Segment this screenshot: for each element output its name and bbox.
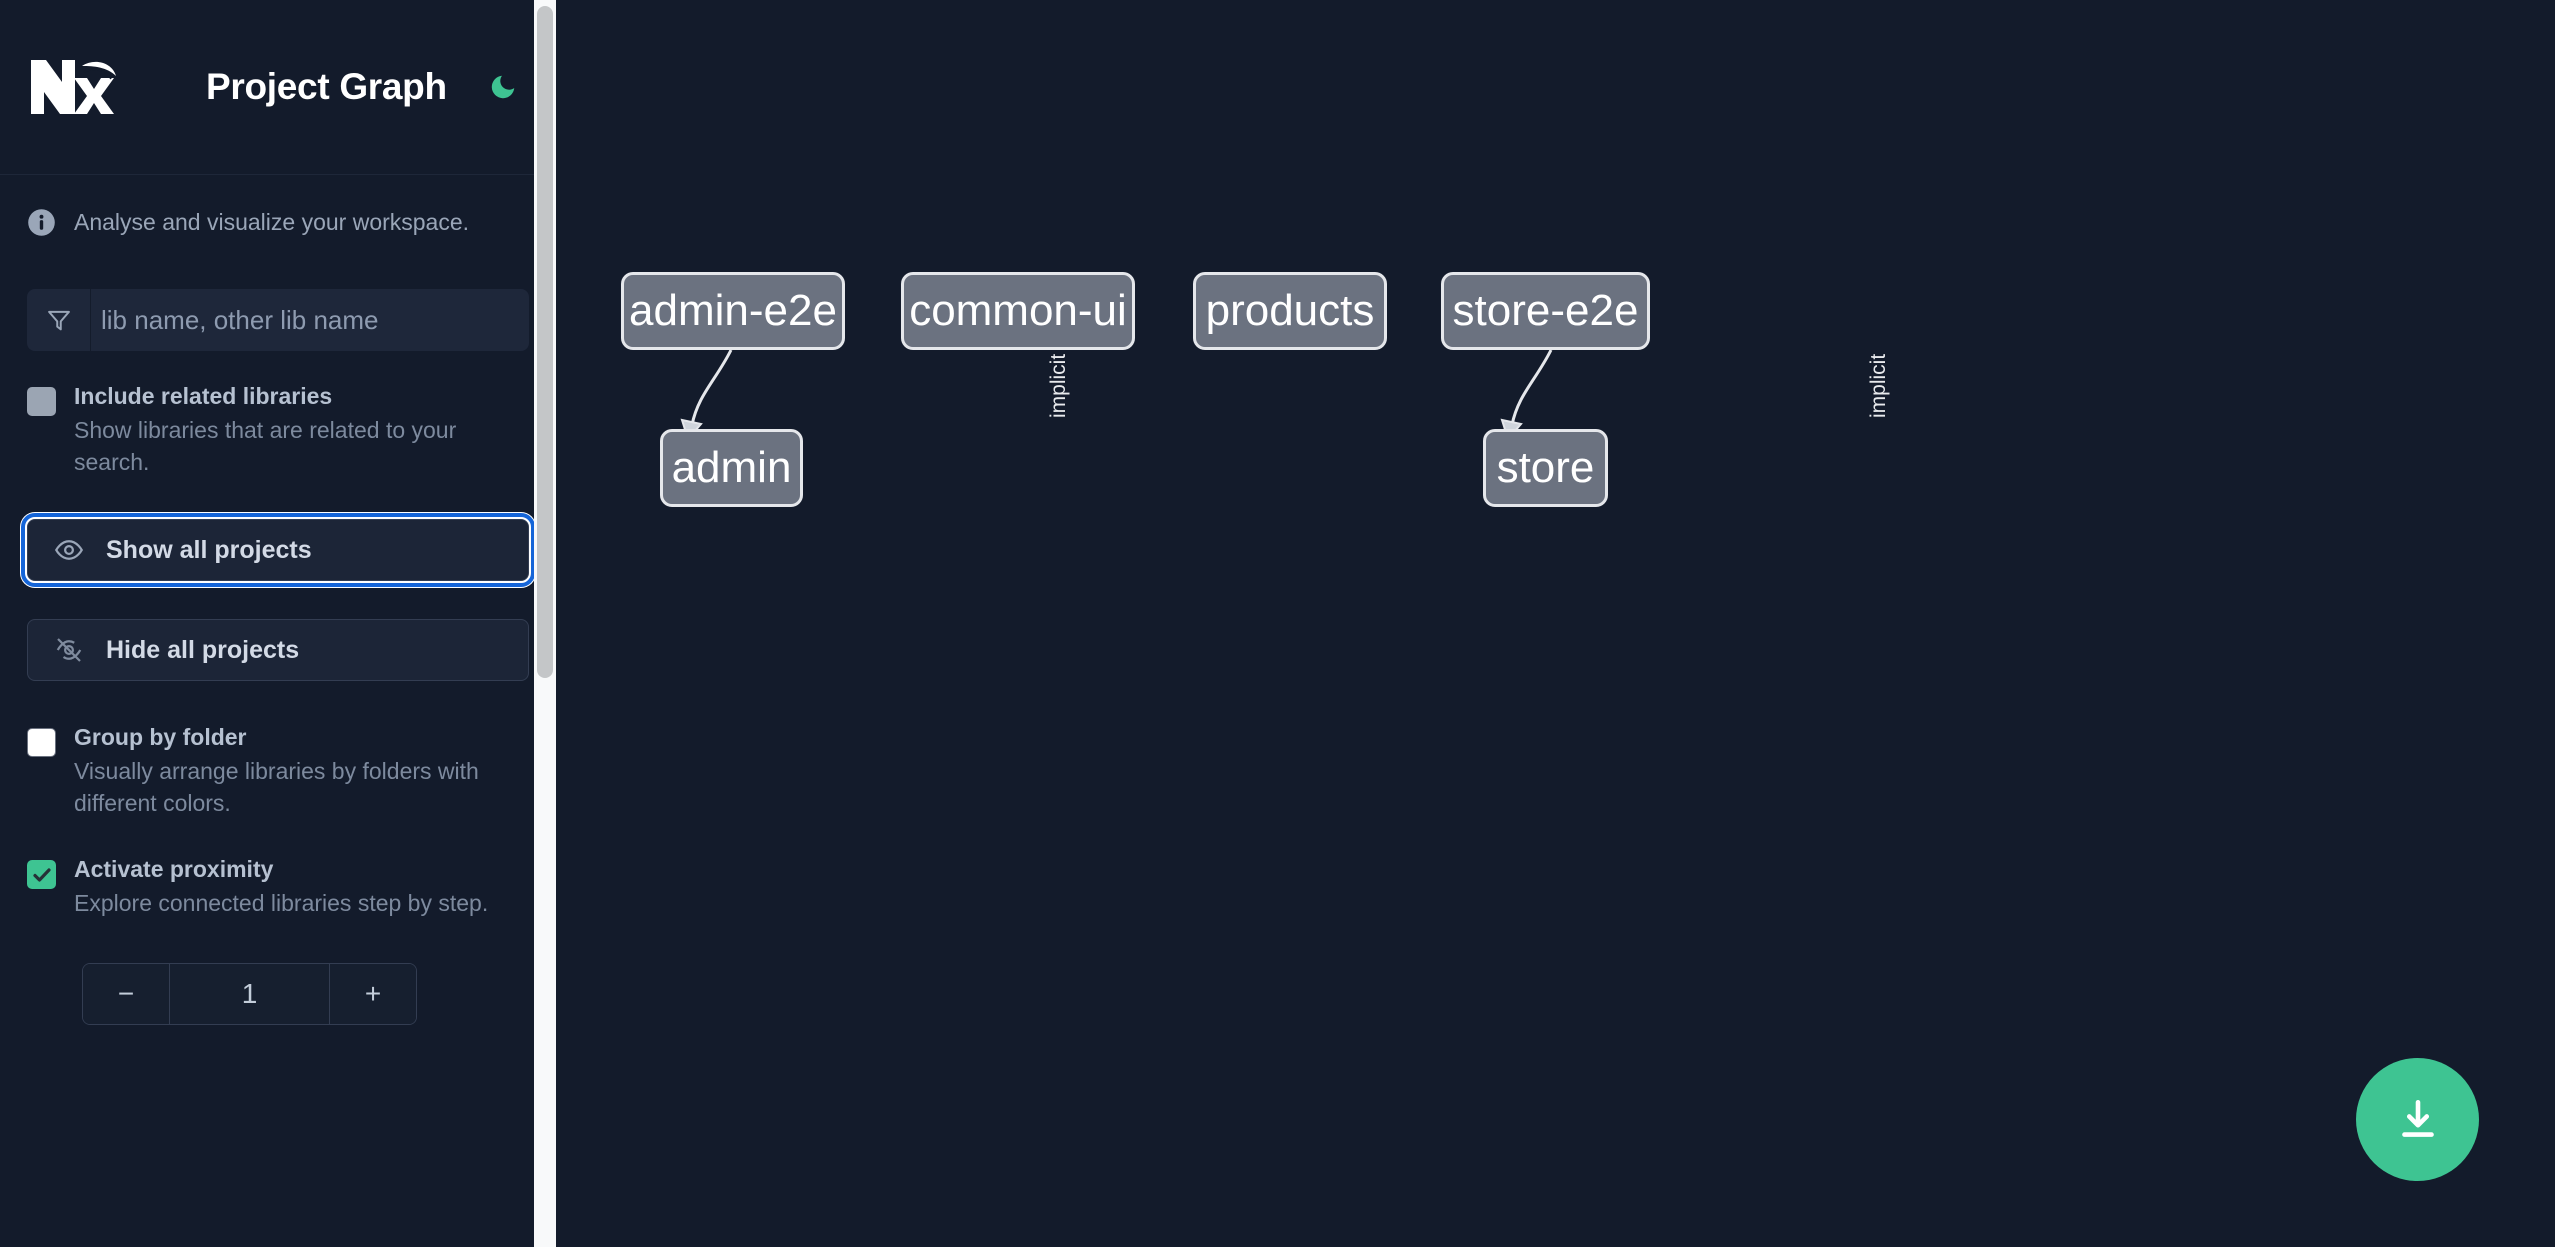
edge-label-store-implicit: implicit <box>1867 353 1890 418</box>
download-icon <box>2393 1095 2443 1145</box>
stepper-increment-button[interactable]: + <box>330 963 416 1024</box>
search-input[interactable] <box>91 289 529 351</box>
option-title: Group by folder <box>74 724 247 751</box>
nx-logo-icon <box>27 56 123 118</box>
page-title: Project Graph <box>206 66 447 107</box>
node-label: store <box>1496 443 1595 492</box>
option-title: Activate proximity <box>74 856 274 883</box>
option-description: Explore connected libraries step by step… <box>74 889 489 916</box>
checkbox-group-by-folder[interactable] <box>27 728 56 758</box>
option-include-related-libraries[interactable]: Include related libraries Show libraries… <box>27 382 529 479</box>
proximity-stepper[interactable]: − 1 + <box>82 962 417 1025</box>
sidebar-scrollbar-thumb[interactable] <box>537 6 553 678</box>
hide-all-projects-label: Hide all projects <box>106 635 300 664</box>
stepper-decrement-button[interactable]: − <box>83 963 169 1024</box>
info-icon <box>27 208 56 237</box>
show-all-projects-label: Show all projects <box>106 535 312 564</box>
graph-node-common-ui[interactable]: common-ui <box>901 272 1135 350</box>
checkbox-activate-proximity[interactable] <box>27 860 56 890</box>
node-label: admin-e2e <box>629 286 837 335</box>
option-group-by-folder[interactable]: Group by folder Visually arrange librari… <box>27 723 529 820</box>
node-label: admin <box>671 443 792 492</box>
graph-node-admin[interactable]: admin <box>660 429 803 507</box>
eye-off-icon <box>54 635 84 665</box>
moon-icon[interactable] <box>483 67 523 107</box>
node-label: store-e2e <box>1452 286 1639 335</box>
option-description: Show libraries that are related to your … <box>74 416 457 476</box>
sidebar-scrollbar[interactable] <box>534 0 556 1247</box>
filter-icon <box>27 289 91 351</box>
show-all-projects-button[interactable]: Show all projects <box>21 513 535 588</box>
graph-node-admin-e2e[interactable]: admin-e2e <box>621 272 845 350</box>
download-button[interactable] <box>2356 1058 2479 1181</box>
sidebar-header: Project Graph <box>0 0 556 175</box>
tagline-text: Analyse and visualize your workspace. <box>74 209 470 235</box>
node-label: common-ui <box>909 286 1127 335</box>
graph-node-store-e2e[interactable]: store-e2e <box>1441 272 1650 350</box>
graph-edges <box>680 349 1553 442</box>
option-title: Include related libraries <box>74 383 333 409</box>
sidebar-body: Include related libraries Show libraries… <box>0 289 556 1025</box>
graph-node-store[interactable]: store <box>1483 429 1608 507</box>
sidebar: Project Graph Analyse and visualize your… <box>0 0 556 1247</box>
stepper-value: 1 <box>169 963 330 1024</box>
tagline: Analyse and visualize your workspace. <box>0 175 556 270</box>
graph-canvas[interactable]: implicit implicit admin-e2e common-ui pr… <box>556 0 2555 1247</box>
edge-label-admin-implicit: implicit <box>1047 353 1070 418</box>
graph-node-products[interactable]: products <box>1193 272 1387 350</box>
eye-icon <box>54 535 84 565</box>
checkbox-include-related-libraries[interactable] <box>27 387 56 416</box>
hide-all-projects-button[interactable]: Hide all projects <box>27 619 529 682</box>
option-description: Visually arrange libraries by folders wi… <box>74 757 479 817</box>
project-visibility-buttons: Show all projects Hide all projects <box>21 513 535 682</box>
node-label: products <box>1205 286 1375 335</box>
search-field[interactable] <box>27 289 529 351</box>
option-activate-proximity[interactable]: Activate proximity Explore connected lib… <box>27 855 529 919</box>
